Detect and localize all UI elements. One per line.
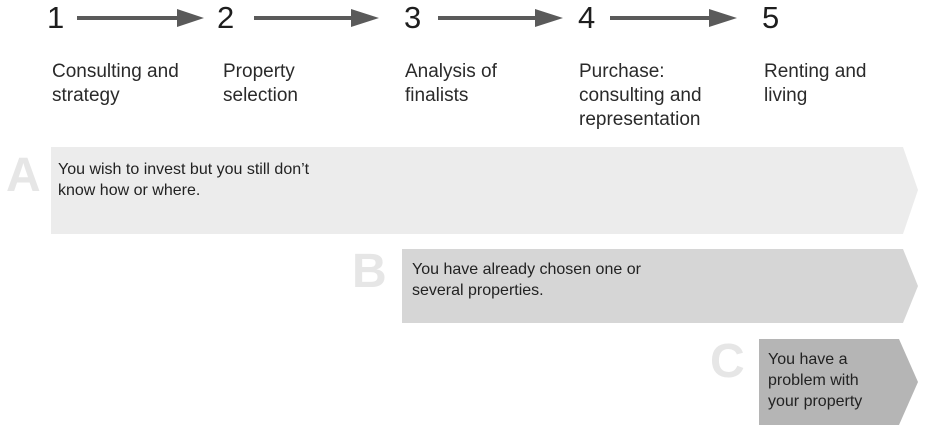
step-3-label: Analysis of finalists xyxy=(405,61,497,106)
arrow-2-to-3 xyxy=(254,9,379,27)
scenario-b-text: You have already chosen one or several p… xyxy=(412,261,641,299)
arrow-1-to-2 xyxy=(77,9,204,27)
step-2-number: 2 xyxy=(217,0,235,35)
scenario-a-band: You wish to invest but you still don’t k… xyxy=(51,147,919,234)
step-1-label: Consulting and strategy xyxy=(52,61,179,106)
scenario-a-arrow-shape xyxy=(51,147,918,234)
step-5-label: Renting and living xyxy=(764,61,867,106)
scenario-a-text: You wish to invest but you still don’t k… xyxy=(58,161,310,199)
scenario-c-letter: C xyxy=(710,335,745,388)
scenario-b-letter: B xyxy=(352,245,387,298)
scenario-a-letter: A xyxy=(6,149,41,202)
arrow-3-to-4 xyxy=(438,9,563,27)
scenario-c-text: You have a problem with your property xyxy=(768,351,863,410)
scenario-c-arrow-shape xyxy=(759,339,918,425)
scenario-b-band: You have already chosen one or several p… xyxy=(402,249,919,323)
step-2-label: Property selection xyxy=(223,61,298,106)
step-5-number: 5 xyxy=(762,0,780,35)
step-3-number: 3 xyxy=(404,0,422,35)
step-1-number: 1 xyxy=(47,0,65,35)
arrow-4-to-5 xyxy=(610,9,737,27)
scenario-c-band: You have a problem with your property xyxy=(759,339,919,425)
step-4-label: Purchase: consulting and representation xyxy=(579,61,702,130)
scenario-b-arrow-shape xyxy=(402,249,918,323)
step-4-number: 4 xyxy=(578,0,596,35)
